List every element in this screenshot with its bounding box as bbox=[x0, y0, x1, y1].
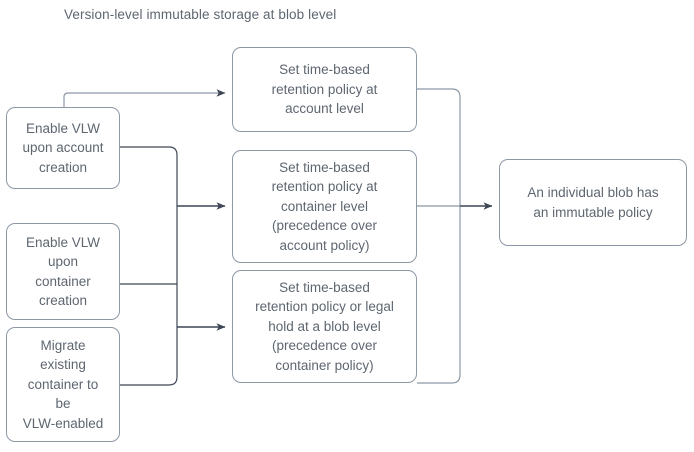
node-enable-vlw-container[interactable]: Enable VLW upon container creation bbox=[6, 223, 120, 320]
node-immutable-policy-outcome-label: An individual blob has an immutable poli… bbox=[527, 185, 659, 220]
node-immutable-policy-outcome[interactable]: An individual blob has an immutable poli… bbox=[499, 159, 687, 246]
node-retention-container-level-label: Set time-based retention policy at conta… bbox=[271, 159, 378, 253]
connector-account-to-account-policy bbox=[63, 89, 226, 107]
connector-policy-trunk bbox=[417, 88, 461, 384]
node-enable-vlw-account-label: Enable VLW upon account creation bbox=[22, 120, 104, 175]
node-retention-blob-level[interactable]: Set time-based retention policy or legal… bbox=[232, 270, 417, 383]
diagram-title: Version-level immutable storage at blob … bbox=[64, 7, 337, 22]
node-enable-vlw-container-label: Enable VLW upon container creation bbox=[25, 234, 101, 309]
node-retention-blob-level-label: Set time-based retention policy or legal… bbox=[255, 279, 394, 373]
node-migrate-existing-container[interactable]: Migrate existing container to be VLW-ena… bbox=[6, 327, 120, 442]
node-enable-vlw-account[interactable]: Enable VLW upon account creation bbox=[6, 107, 120, 189]
connector-left-trunk bbox=[120, 146, 178, 386]
node-retention-container-level[interactable]: Set time-based retention policy at conta… bbox=[232, 150, 417, 263]
node-retention-account-level-label: Set time-based retention policy at accou… bbox=[271, 62, 378, 117]
node-retention-account-level[interactable]: Set time-based retention policy at accou… bbox=[232, 47, 417, 132]
node-migrate-existing-container-label: Migrate existing container to be VLW-ena… bbox=[22, 337, 104, 431]
